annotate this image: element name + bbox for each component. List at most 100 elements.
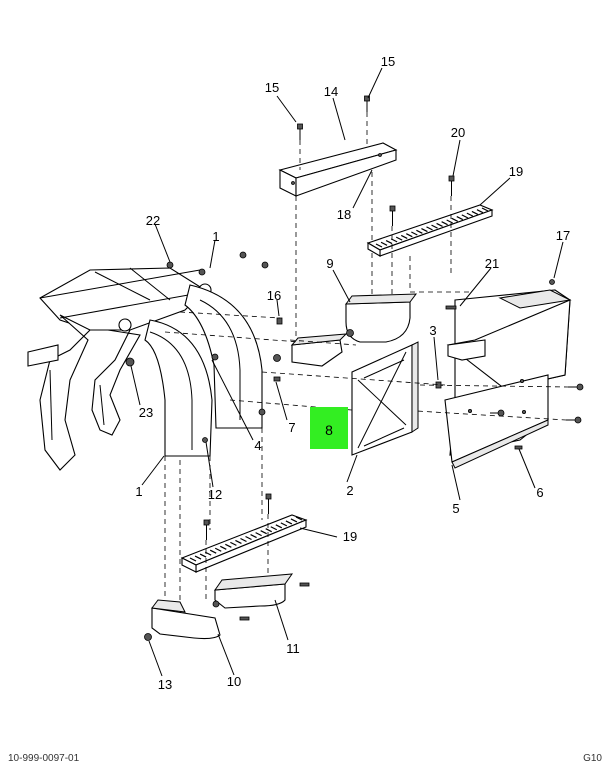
x-brace-2-part — [351, 341, 419, 456]
angle-bracket-part — [278, 142, 398, 197]
tread-slot — [265, 528, 272, 533]
tread-slot — [456, 216, 464, 221]
tread-slot — [209, 549, 217, 554]
tread-slot — [245, 535, 252, 541]
callout-15-right: 15 — [381, 54, 395, 69]
bracket-16-part — [273, 317, 348, 382]
bolt-21 — [445, 305, 457, 310]
tread-slot — [220, 545, 227, 550]
tread-slot — [446, 219, 453, 224]
tread-slot — [395, 236, 403, 241]
callout-3: 3 — [429, 323, 436, 338]
callout-labels: 15 15 14 20 19 18 17 22 1 21 9 16 3 23 7… — [135, 54, 570, 692]
callout-7: 7 — [288, 420, 295, 435]
tread-slot — [380, 241, 388, 246]
tread-slot — [431, 224, 438, 229]
tread-slot — [466, 212, 474, 217]
bolt-upper-step-left — [389, 205, 396, 226]
tread-slot — [285, 520, 293, 525]
tread-slot — [421, 228, 428, 233]
tread-slot — [225, 543, 232, 548]
callout-19-upper: 19 — [509, 164, 523, 179]
callout-2: 2 — [346, 483, 353, 498]
tread-slot — [230, 541, 237, 546]
callout-9: 9 — [326, 256, 333, 271]
callout-20: 20 — [451, 125, 465, 140]
tread-slot — [441, 221, 448, 226]
tread-slot — [481, 207, 489, 212]
bolt-11 — [299, 582, 310, 587]
callout-16: 16 — [267, 288, 281, 303]
callout-11: 11 — [286, 641, 300, 656]
tread-slot — [461, 214, 469, 219]
callout-10: 10 — [227, 674, 241, 689]
tread-slot — [426, 226, 433, 231]
bolt-right-1 — [568, 383, 584, 391]
callout-22: 22 — [146, 213, 160, 228]
callout-13: 13 — [158, 677, 172, 692]
tread-slot — [436, 222, 443, 227]
tread-slot — [275, 524, 283, 529]
bracket-10-part — [151, 599, 221, 640]
bolt-15-right — [364, 95, 370, 112]
tread-slot — [290, 518, 298, 523]
callout-19-lower: 19 — [343, 529, 357, 544]
footer-right-code: G10 — [583, 753, 602, 764]
footer-left-code: 10-999-0097-01 — [8, 753, 80, 764]
frame-casting-part — [27, 261, 212, 471]
tread-slot — [214, 547, 222, 552]
callout-23: 23 — [139, 405, 153, 420]
tread-slot — [270, 526, 278, 531]
tread-slot — [280, 522, 288, 527]
bolt-lower-step-2 — [265, 493, 272, 514]
callout-6: 6 — [536, 485, 543, 500]
bolt-6 — [514, 445, 523, 450]
bolt-20 — [448, 175, 455, 196]
callout-15-left: 15 — [265, 80, 279, 95]
nut-13 — [144, 633, 152, 641]
bolt-3 — [435, 381, 442, 389]
callout-leaders — [130, 67, 564, 677]
tread-slot — [199, 553, 207, 558]
side-panel-5-part — [444, 289, 572, 469]
tread-slot — [406, 233, 413, 238]
lower-step-part — [180, 514, 308, 573]
bolt-15-left — [297, 123, 303, 140]
callout-21: 21 — [485, 256, 499, 271]
bolt-right-3 — [490, 409, 505, 417]
highlight-label-8: 8 — [325, 422, 333, 438]
tread-slot — [471, 210, 479, 215]
callout-4: 4 — [254, 438, 261, 453]
callout-5: 5 — [452, 501, 459, 516]
tread-slot — [235, 539, 242, 544]
tread-slot — [189, 557, 197, 562]
callout-17: 17 — [556, 228, 570, 243]
screw-17 — [549, 279, 555, 285]
tread-slot — [476, 209, 484, 214]
callout-1-bottom: 1 — [135, 484, 142, 499]
curved-panel-1-part — [144, 251, 269, 457]
bracket-11-part — [212, 573, 294, 609]
bolt-right-2 — [566, 416, 582, 424]
tread-slot — [295, 516, 303, 521]
bolt-lower-step-1 — [203, 519, 210, 540]
tread-slot — [385, 240, 393, 245]
callout-14: 14 — [324, 84, 338, 99]
callout-1-top: 1 — [212, 229, 219, 244]
callout-18: 18 — [337, 207, 351, 222]
tread-slot — [260, 530, 267, 535]
tread-slot — [240, 537, 247, 543]
tread-slot — [411, 231, 418, 236]
tread-slot — [451, 217, 458, 222]
bolt-10 — [239, 616, 250, 621]
tread-slot — [194, 555, 202, 560]
callout-12: 12 — [208, 487, 222, 502]
tread-slot — [250, 534, 257, 539]
tread-slot — [400, 234, 408, 239]
upper-step-part — [366, 204, 494, 257]
highlight-box-8[interactable] — [310, 407, 348, 449]
bracket-9-part — [344, 293, 418, 343]
tread-slot — [416, 229, 423, 234]
tread-slot — [375, 243, 383, 248]
